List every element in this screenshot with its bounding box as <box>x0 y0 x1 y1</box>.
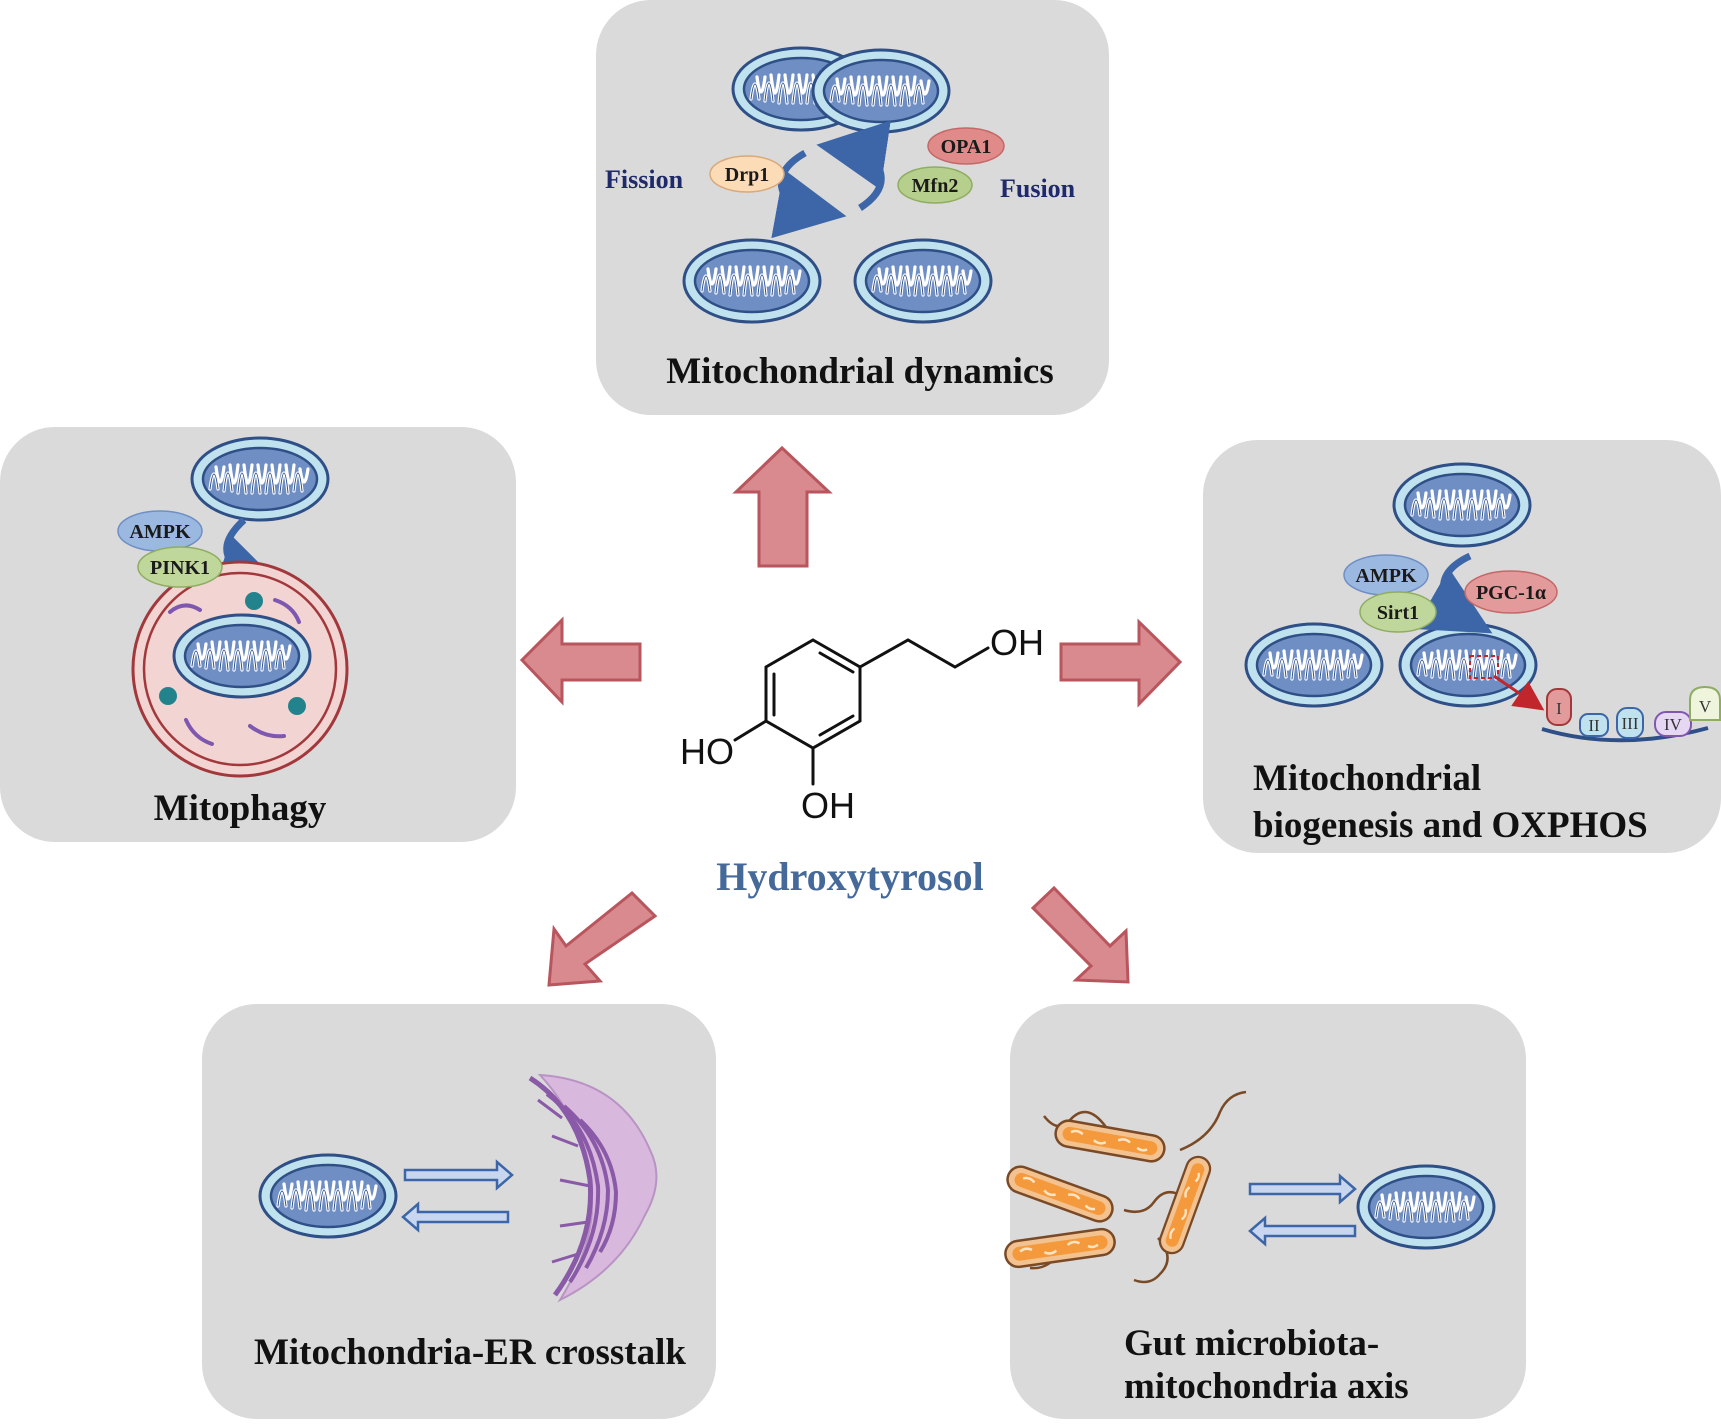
panel-gut-axis <box>1010 1004 1526 1419</box>
gut-axis-title-line1: Gut microbiota- <box>1124 1323 1379 1364</box>
ampk-tag-mitophagy: AMPK <box>117 510 203 552</box>
svg-text:V: V <box>1699 697 1712 716</box>
oh-bottom-label: OH <box>801 785 855 826</box>
oh-top-label: OH <box>990 622 1044 663</box>
hydroxytyrosol-structure <box>733 638 990 786</box>
endoplasmic-reticulum-icon <box>528 1073 658 1303</box>
sirt1-tag: Sirt1 <box>1359 591 1437 633</box>
parent-mitochondrion <box>1392 462 1532 548</box>
fusing-mitochondria <box>731 46 951 134</box>
mitochondrion-right <box>853 238 993 324</box>
mitochondrion-er-panel <box>258 1153 398 1239</box>
svg-text:Mfn2: Mfn2 <box>912 175 959 197</box>
ampk-tag-biogenesis: AMPK <box>1343 554 1429 596</box>
mfn2-tag: Mfn2 <box>897 166 973 204</box>
fission-arrow-icon <box>771 149 847 239</box>
pgc1a-tag: PGC-1α <box>1464 570 1558 614</box>
fusion-arrow-icon <box>816 120 891 211</box>
svg-text:Sirt1: Sirt1 <box>1377 602 1419 624</box>
bacteria-cluster-icon <box>1002 1090 1247 1284</box>
arrow-left-to-mitophagy <box>519 616 642 706</box>
svg-text:I: I <box>1556 699 1562 718</box>
oxphos-chain: I II III IV V <box>1541 685 1721 743</box>
drp1-tag: Drp1 <box>709 155 785 193</box>
complex-iii: III <box>1616 707 1644 739</box>
svg-text:AMPK: AMPK <box>1355 565 1417 587</box>
svg-text:IV: IV <box>1664 715 1683 734</box>
complex-v: V <box>1689 685 1721 721</box>
damaged-mitochondrion <box>190 436 330 522</box>
svg-text:III: III <box>1622 714 1639 733</box>
mitophagy-title: Mitophagy <box>154 788 327 829</box>
mitochondrion-left <box>682 238 822 324</box>
hydroxytyrosol-name: Hydroxytyrosol <box>716 854 983 899</box>
svg-text:PINK1: PINK1 <box>150 557 210 579</box>
svg-text:PGC-1α: PGC-1α <box>1476 582 1546 604</box>
fission-label: Fission <box>605 165 684 194</box>
mtdna-highlight <box>1469 655 1499 679</box>
expression-arrow-icon <box>1493 674 1545 711</box>
fusion-label: Fusion <box>1000 174 1076 203</box>
er-crosstalk-title: Mitochondria-ER crosstalk <box>254 1332 686 1373</box>
svg-text:AMPK: AMPK <box>129 521 191 543</box>
dynamics-title: Mitochondrial dynamics <box>666 351 1054 392</box>
complex-i: I <box>1546 688 1572 726</box>
biogenesis-title-line1: Mitochondrial <box>1253 758 1481 799</box>
exchange-arrows-icon <box>401 1159 514 1233</box>
opa1-tag: OPA1 <box>927 127 1005 165</box>
gut-exchange-arrows-icon <box>1248 1173 1357 1247</box>
complex-ii: II <box>1579 713 1609 737</box>
arrow-up-to-dynamics <box>732 445 833 568</box>
complex-iv: IV <box>1654 711 1692 737</box>
ho-left-label: HO <box>680 731 734 772</box>
svg-text:II: II <box>1588 716 1600 735</box>
autophagosome <box>131 560 349 778</box>
svg-text:OPA1: OPA1 <box>941 136 992 158</box>
arrow-down-left-to-er <box>547 890 658 987</box>
svg-text:Drp1: Drp1 <box>725 164 769 186</box>
biogenesis-title-line2: biogenesis and OXPHOS <box>1253 805 1648 846</box>
arrow-right-to-biogenesis <box>1059 618 1183 708</box>
new-mitochondrion-left <box>1244 622 1384 708</box>
pink1-tag: PINK1 <box>137 546 223 588</box>
biogenesis-arrow-icon <box>1414 552 1493 634</box>
mitochondrion-gut-panel <box>1356 1164 1496 1250</box>
gut-axis-title-line2: mitochondria axis <box>1124 1366 1409 1407</box>
arrow-down-right-to-gut <box>1030 885 1130 984</box>
new-mitochondrion-right <box>1398 622 1538 708</box>
